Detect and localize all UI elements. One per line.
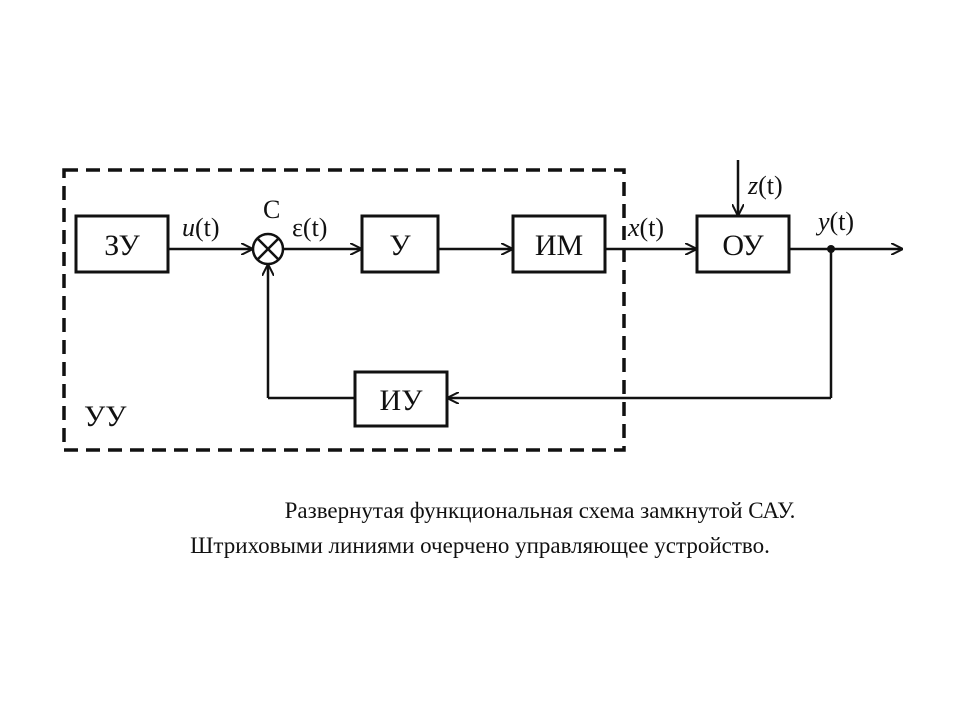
block-zu: ЗУ	[74, 214, 170, 274]
caption-line-2: Штриховыми линиями очерчено управляющее …	[190, 533, 770, 558]
comparator-label: С	[263, 195, 280, 224]
block-zu-label: ЗУ	[104, 229, 140, 262]
signal-eps-label: ε(t)	[292, 213, 327, 242]
block-u-label: У	[389, 229, 411, 262]
signal-y-label: y(t)	[815, 207, 854, 236]
control-device-boundary	[62, 168, 626, 452]
signal-x-label: x(t)	[627, 213, 664, 242]
block-im: ИМ	[511, 214, 607, 274]
block-ou: ОУ	[695, 214, 791, 274]
comparator	[251, 232, 285, 266]
block-ou-label: ОУ	[722, 229, 764, 262]
block-iu: ИУ	[353, 370, 449, 428]
signal-u-label: u(t)	[182, 213, 220, 242]
caption-line-1: Развернутая функциональная схема замкнут…	[284, 498, 796, 523]
block-im-label: ИМ	[535, 229, 583, 262]
block-iu-label: ИУ	[380, 384, 424, 417]
signal-z-label: z(t)	[747, 171, 783, 200]
block-u: У	[360, 214, 440, 274]
boundary-label: УУ	[84, 400, 127, 433]
